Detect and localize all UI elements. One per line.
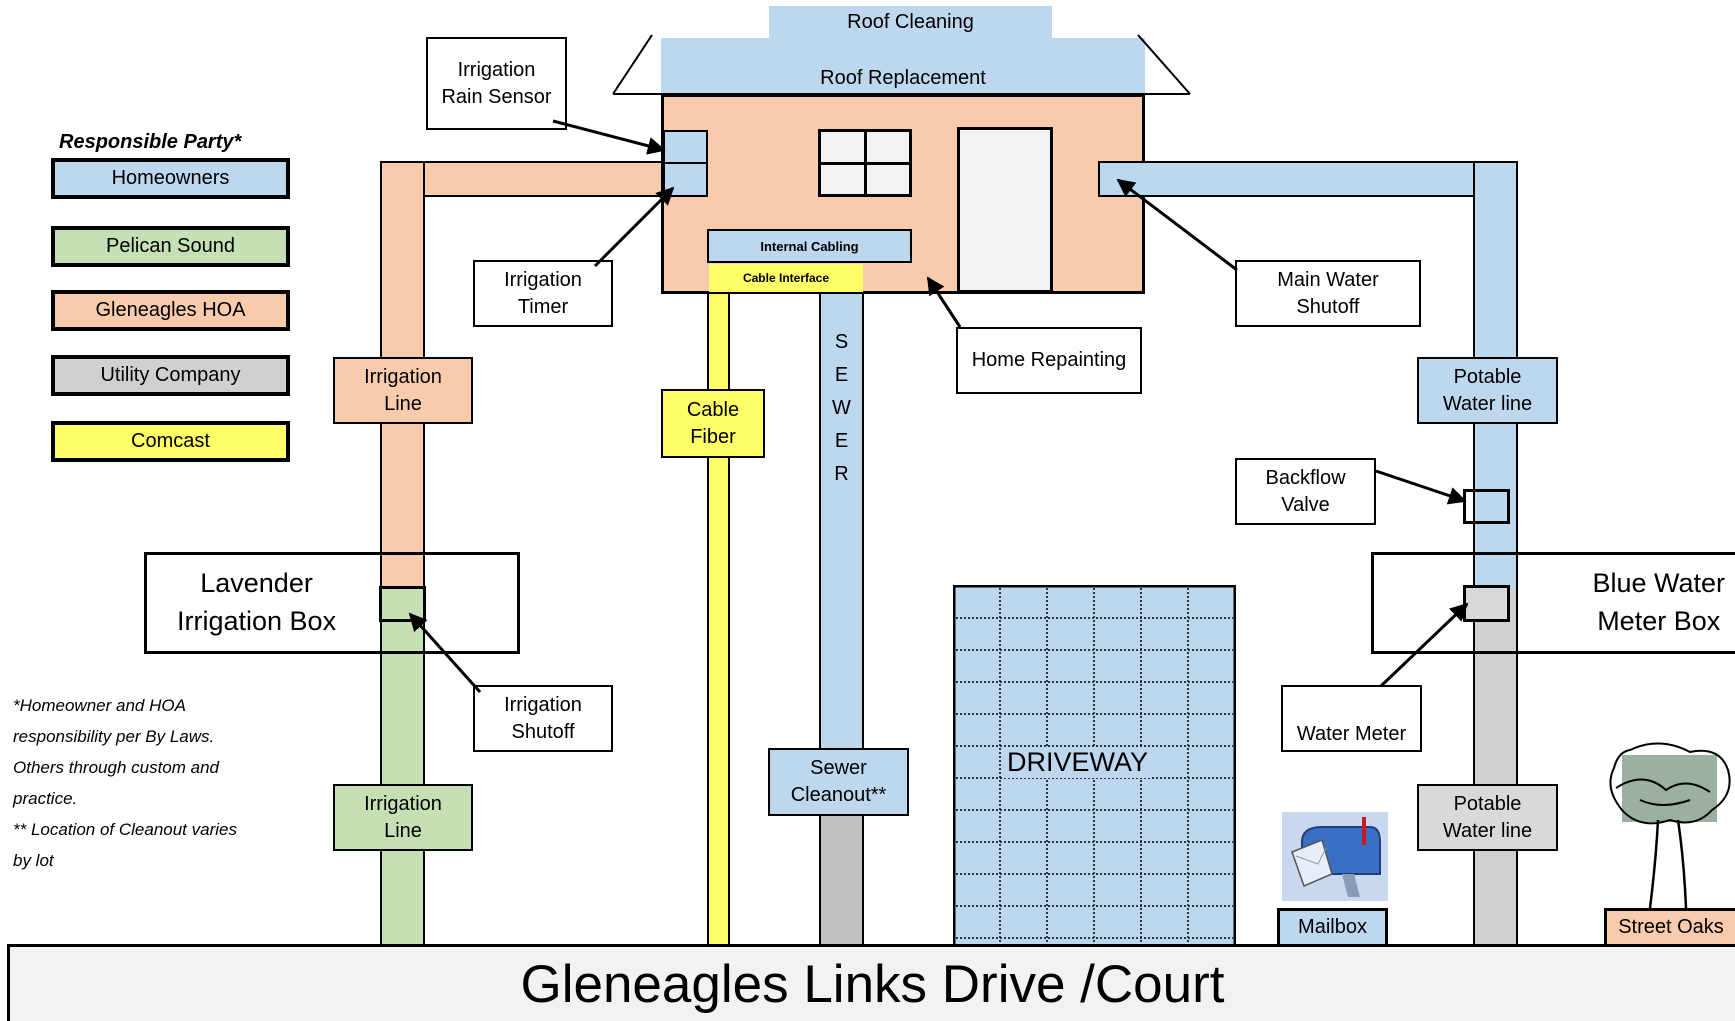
legend-pelican-sound: Pelican Sound [51, 226, 290, 267]
water-meter-box [1463, 585, 1510, 622]
label-rain-sensor: Irrigation Rain Sensor [426, 37, 567, 130]
water-pipe-utility [1473, 588, 1518, 948]
sewer-letter: R [834, 463, 849, 485]
legend-comcast: Comcast [51, 421, 290, 462]
sewer-letter: E [834, 364, 849, 386]
label-irrigation-timer: Irrigation Timer [473, 260, 613, 327]
legend-title: Responsible Party* [59, 131, 242, 153]
backflow-valve-box [1463, 489, 1510, 524]
roof-cleaning-label: Roof Cleaning [769, 6, 1052, 38]
sewer-letter: W [832, 397, 851, 419]
sewer-letter: E [834, 430, 849, 452]
footnote-line: ** Location of Cleanout varies [13, 820, 237, 839]
water-pipe-horizontal [1098, 161, 1518, 197]
legend-utility-company-label: Utility Company [100, 364, 241, 386]
legend-pelican-sound-label: Pelican Sound [106, 235, 235, 257]
label-mailbox: Mailbox [1277, 908, 1388, 947]
footnotes: *Homeowner and HOA responsibility per By… [13, 690, 303, 876]
label-main-water-shutoff: Main Water Shutoff [1235, 260, 1421, 327]
footnote-line: by lot [13, 851, 54, 870]
sewer-pipe-homeowner [819, 290, 864, 762]
footnote-line: Others through custom and [13, 758, 220, 777]
legend-gleneagles-hoa-label: Gleneagles HOA [95, 299, 246, 321]
footnote-line: *Homeowner and HOA [13, 696, 186, 715]
footnote-line: practice. [13, 789, 78, 808]
internal-cabling-box: Internal Cabling [707, 229, 912, 263]
main-water-shutoff-block [1098, 161, 1146, 197]
irrigation-shutoff-box [379, 586, 426, 622]
road: Gleneagles Links Drive /Court [7, 944, 1735, 1021]
label-sewer-vertical: S E W E R [819, 326, 864, 491]
label-water-meter: Water Meter [1281, 685, 1422, 752]
house-door [957, 127, 1053, 293]
irrigation-pipe-hoa-horizontal [380, 161, 663, 197]
label-irrigation-line-pelican: Irrigation Line [333, 784, 473, 851]
label-potable-water-home: Potable Water line [1417, 357, 1558, 424]
legend-utility-company: Utility Company [51, 355, 290, 396]
house-window [818, 129, 912, 197]
label-potable-water-utility: Potable Water line [1417, 784, 1558, 851]
legend-homeowners-label: Homeowners [111, 167, 230, 189]
label-irrigation-shutoff: Irrigation Shutoff [473, 685, 613, 752]
roof-replacement-label: Roof Replacement [820, 66, 986, 89]
label-sewer-cleanout: Sewer Cleanout** [768, 748, 909, 816]
irrigation-pipe-hoa-mask [382, 163, 423, 195]
label-irrigation-line-hoa: Irrigation Line [333, 357, 473, 424]
legend-gleneagles-hoa: Gleneagles HOA [51, 290, 290, 331]
arrow-backflow-valve [1375, 469, 1467, 505]
sewer-letter: S [834, 331, 849, 353]
footnote-line: responsibility per By Laws. [13, 727, 215, 746]
label-cable-fiber: Cable Fiber [661, 389, 765, 458]
cable-interface-box: Cable Interface [709, 264, 863, 292]
driveway-label: DRIVEWAY [1003, 747, 1153, 778]
legend-homeowners: Homeowners [51, 158, 290, 199]
arrow-rain-sensor [552, 119, 666, 155]
label-lavender-irrigation-box: Lavender Irrigation Box [144, 552, 520, 654]
label-blue-water-meter-box: Blue Water Meter Box [1371, 552, 1735, 654]
timer-block [663, 162, 708, 197]
legend-comcast-label: Comcast [131, 430, 210, 452]
label-street-oaks: Street Oaks [1604, 908, 1735, 947]
label-backflow-valve: Backflow Valve [1235, 458, 1376, 525]
mailbox-icon [1282, 812, 1388, 901]
rain-sensor-block [663, 130, 708, 164]
street-oak-tree-icon [1609, 742, 1731, 909]
label-home-repainting: Home Repainting [956, 327, 1142, 394]
water-pipe-mask [1475, 163, 1516, 195]
road-name: Gleneagles Links Drive /Court [520, 954, 1225, 1014]
